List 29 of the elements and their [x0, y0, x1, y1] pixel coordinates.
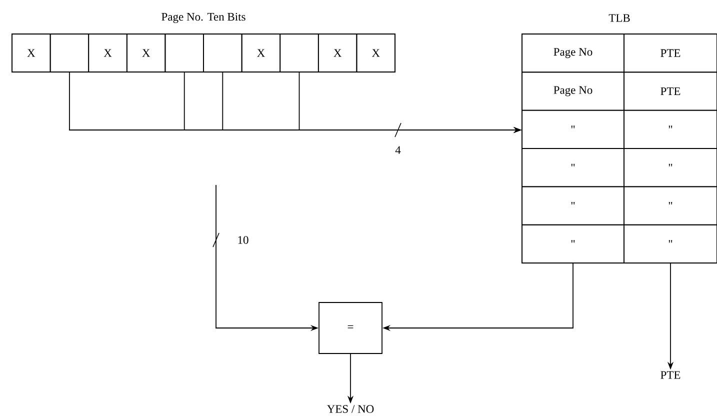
- bit-cell: X: [12, 34, 51, 72]
- bit-cell: [50, 34, 90, 72]
- table-cell: ": [522, 186, 624, 226]
- table-cell: Page No: [522, 34, 624, 73]
- edge-label: 4: [395, 146, 401, 154]
- table-cell: ": [624, 224, 717, 264]
- table-cell: ": [624, 110, 717, 149]
- table-cell: Page No: [522, 72, 624, 111]
- heading: Page No. Ten Bits: [162, 12, 246, 24]
- table-cell: ": [624, 148, 717, 188]
- table-cell: ": [522, 224, 624, 264]
- table-cell: PTE: [624, 72, 717, 111]
- bit-cell: X: [241, 34, 281, 72]
- output-label: PTE: [660, 371, 680, 379]
- output-label: YES / NO: [327, 405, 374, 413]
- bit-cell: X: [318, 34, 358, 72]
- table-cell: ": [624, 186, 717, 226]
- bit-cell: [164, 34, 204, 72]
- bit-cell: X: [356, 34, 396, 72]
- bit-cell: [280, 34, 319, 72]
- table-cell: ": [522, 148, 624, 188]
- edge-label: 10: [238, 236, 248, 244]
- comparator-box: =: [318, 302, 382, 354]
- heading: TLB: [608, 14, 630, 22]
- table-cell: ": [522, 110, 624, 149]
- bit-cell: X: [88, 34, 128, 72]
- bit-cell: X: [126, 34, 166, 72]
- bit-cell: [203, 34, 242, 72]
- table-cell: PTE: [624, 34, 717, 73]
